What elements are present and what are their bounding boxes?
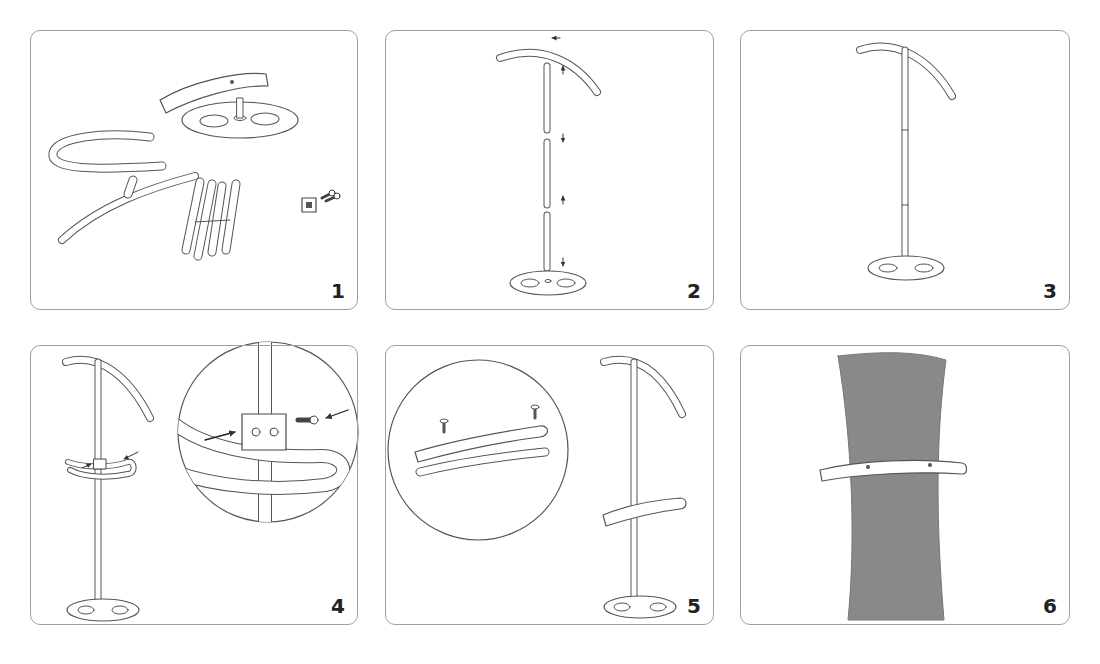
step-panel: 2 (385, 30, 714, 310)
plate-attach (388, 360, 686, 618)
parts-layout (53, 74, 340, 256)
exploded-pole (500, 38, 597, 295)
step-number: 2 (687, 281, 701, 301)
step-panel: 3 (740, 30, 1070, 310)
step-number: 6 (1043, 596, 1057, 616)
step-panel: 1 (30, 30, 358, 310)
bracket-attach (66, 330, 358, 621)
step-panel: 6 (740, 345, 1070, 625)
step-panel: 5 (385, 345, 714, 625)
step-number: 5 (687, 596, 701, 616)
assembled-pole (860, 47, 952, 280)
banner-finished (820, 353, 967, 620)
step-panel: 4 (30, 345, 358, 625)
step-number: 3 (1043, 281, 1057, 301)
step-number: 4 (331, 596, 345, 616)
step-number: 1 (331, 281, 345, 301)
